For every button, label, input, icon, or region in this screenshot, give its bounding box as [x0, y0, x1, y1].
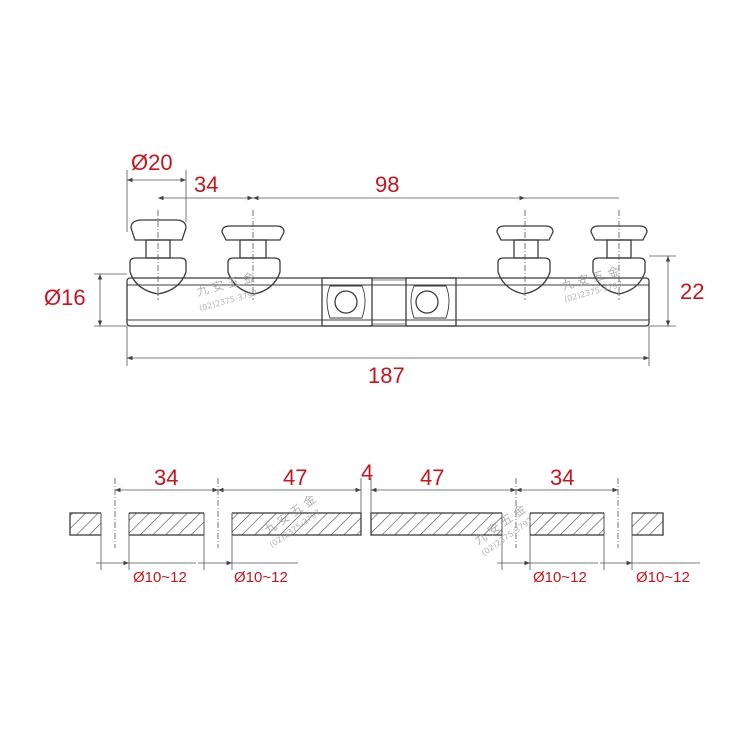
- dim-left-inner: 47: [283, 465, 307, 490]
- central-hinge: [321, 277, 457, 327]
- knob-4: [590, 210, 648, 300]
- dim-right-outer: 34: [550, 465, 574, 490]
- dim-knob-spacing: 34: [194, 172, 218, 197]
- knob-2: [221, 210, 285, 300]
- dim-right-inner: 47: [420, 465, 444, 490]
- dim-total-length: 187: [368, 363, 405, 388]
- dim-left-outer: 34: [154, 465, 178, 490]
- hole-label-2: Ø10~12: [234, 569, 288, 586]
- bar-body: [126, 277, 650, 327]
- hole-label-3: Ø10~12: [533, 569, 587, 586]
- dim-knob-diameter: Ø20: [131, 150, 173, 175]
- section-view: 34 47 4 47 34 Ø10~12 Ø10~12 Ø10~12 Ø10~1…: [69, 460, 700, 586]
- dim-height: 22: [680, 279, 704, 304]
- dim-inner-spacing: 98: [375, 172, 399, 197]
- dim-bar-diameter: Ø16: [44, 285, 86, 310]
- dim-gap: 4: [361, 460, 373, 485]
- knob-3: [496, 210, 554, 300]
- top-view: Ø20 34 98 Ø16 22 187 九 安 五 金 (02)2375-37…: [44, 150, 704, 388]
- hole-label-1: Ø10~12: [133, 569, 187, 586]
- hole-label-4: Ø10~12: [636, 569, 690, 586]
- knob-1: [129, 210, 187, 300]
